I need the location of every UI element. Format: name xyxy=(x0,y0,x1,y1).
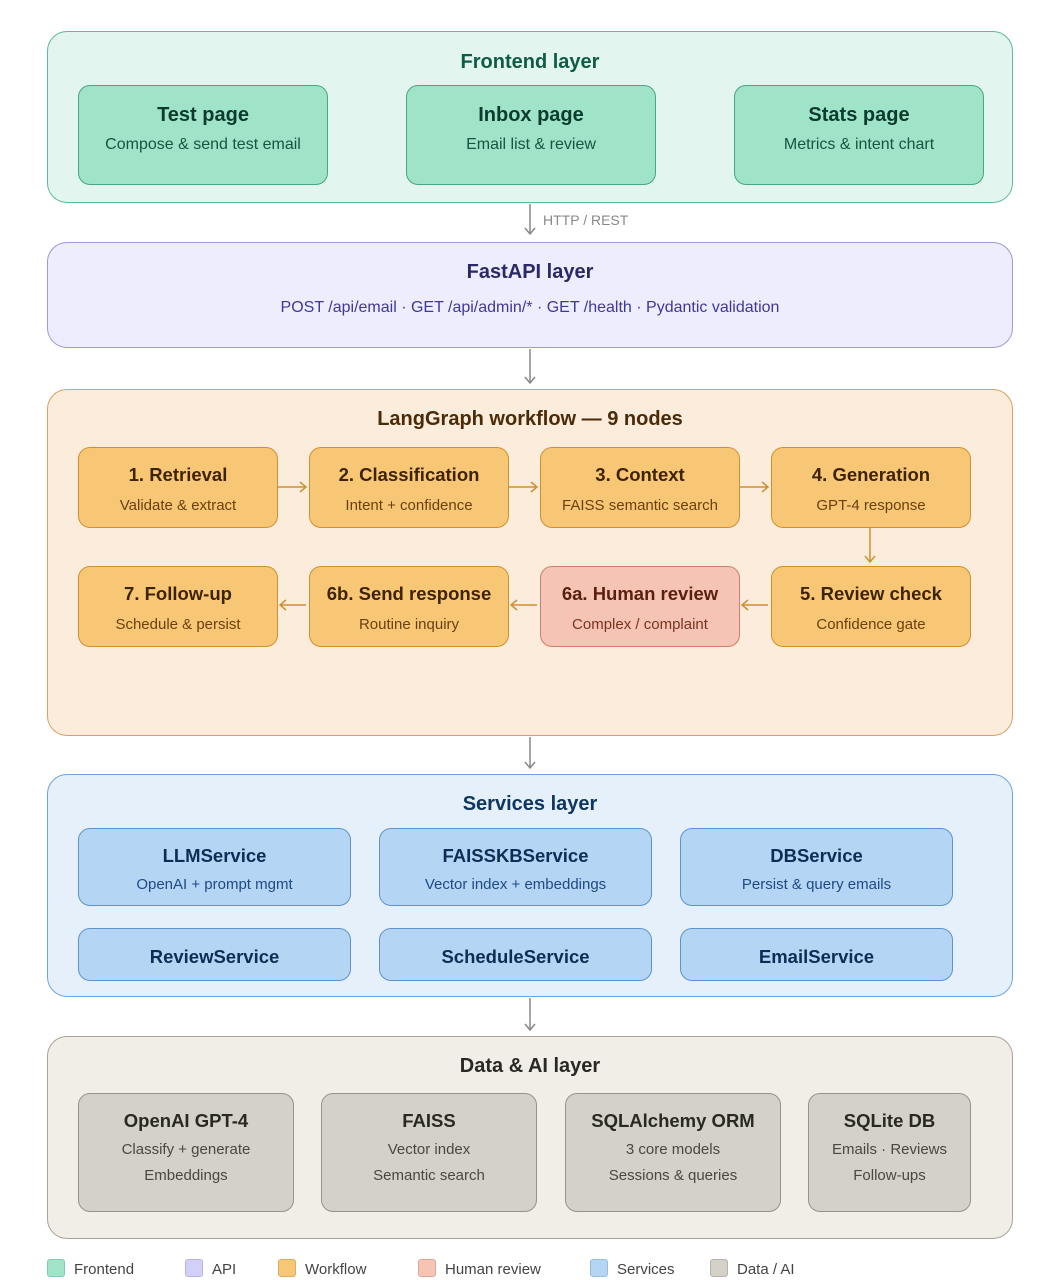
node-title: 2. Classification xyxy=(338,464,480,485)
legend-swatch xyxy=(185,1259,203,1277)
service-subtitle: Vector index + embeddings xyxy=(424,876,607,893)
service-title: DBService xyxy=(770,845,863,866)
faiss-box: FAISS Vector index Semantic search xyxy=(321,1093,537,1212)
data-box-line1: Classify + generate xyxy=(121,1141,251,1158)
node-subtitle: Complex / complaint xyxy=(572,616,708,633)
api-layer: FastAPI layer POST /api/email · GET /api… xyxy=(47,242,1013,348)
faisskb-service-box: FAISSKBService Vector index + embeddings xyxy=(379,828,652,906)
data-box-line2: Sessions & queries xyxy=(608,1167,738,1184)
node-review-check: 5. Review check Confidence gate xyxy=(771,566,971,647)
db-service-box: DBService Persist & query emails xyxy=(680,828,953,906)
service-subtitle: OpenAI + prompt mgmt xyxy=(136,876,293,893)
data-box-line2: Semantic search xyxy=(373,1167,485,1184)
node-title: 7. Follow-up xyxy=(124,583,232,604)
legend-swatch xyxy=(418,1259,436,1277)
node-subtitle: Routine inquiry xyxy=(358,616,460,633)
data-box-title: FAISS xyxy=(402,1110,456,1131)
data-box-line1: Vector index xyxy=(387,1141,471,1158)
services-layer: Services layer LLMService OpenAI + promp… xyxy=(47,774,1013,997)
sqlalchemy-orm-box: SQLAlchemy ORM 3 core models Sessions & … xyxy=(565,1093,781,1212)
node-subtitle: FAISS semantic search xyxy=(562,497,718,514)
test-page-box: Test page Compose & send test email xyxy=(78,85,328,185)
legend-label: Workflow xyxy=(305,1261,367,1278)
node-send-response: 6b. Send response Routine inquiry xyxy=(309,566,509,647)
http-rest-label: HTTP / REST xyxy=(543,212,629,228)
data-box-title: SQLite DB xyxy=(843,1110,936,1131)
data-box-line2: Embeddings xyxy=(144,1167,228,1184)
api-endpoints: POST /api/email · GET /api/admin/* · GET… xyxy=(280,299,780,316)
schedule-service-box: ScheduleService xyxy=(379,928,652,981)
data-box-line2: Follow-ups xyxy=(853,1167,926,1184)
node-subtitle: Intent + confidence xyxy=(345,497,473,514)
node-generation: 4. Generation GPT-4 response xyxy=(771,447,971,528)
legend-label: API xyxy=(212,1261,237,1278)
legend-label: Services xyxy=(617,1261,675,1278)
openai-gpt4-box: OpenAI GPT-4 Classify + generate Embeddi… xyxy=(78,1093,294,1212)
data-box-title: SQLAlchemy ORM xyxy=(591,1110,755,1131)
legend-swatch xyxy=(590,1259,608,1277)
workflow-layer: LangGraph workflow — 9 nodes 1. Retrieva… xyxy=(47,389,1013,736)
node-title: 4. Generation xyxy=(811,464,931,485)
legend-swatch xyxy=(47,1259,65,1277)
box-title: Inbox page xyxy=(478,104,584,126)
legend-label: Data / AI xyxy=(737,1261,795,1278)
node-follow-up: 7. Follow-up Schedule & persist xyxy=(78,566,278,647)
legend-swatch xyxy=(710,1259,728,1277)
node-subtitle: Confidence gate xyxy=(816,616,926,633)
inbox-page-box: Inbox page Email list & review xyxy=(406,85,656,185)
api-layer-title: FastAPI layer xyxy=(466,261,594,283)
node-subtitle: GPT-4 response xyxy=(816,497,926,514)
arrow-services-to-data xyxy=(524,998,536,1032)
stats-page-box: Stats page Metrics & intent chart xyxy=(734,85,984,185)
service-subtitle: Persist & query emails xyxy=(741,876,892,893)
review-service-box: ReviewService xyxy=(78,928,351,981)
data-box-title: OpenAI GPT-4 xyxy=(123,1110,249,1131)
workflow-layer-title: LangGraph workflow — 9 nodes xyxy=(377,408,683,430)
box-subtitle: Email list & review xyxy=(466,136,596,153)
llm-service-box: LLMService OpenAI + prompt mgmt xyxy=(78,828,351,906)
node-title: 6a. Human review xyxy=(561,583,719,604)
service-title: FAISSKBService xyxy=(442,845,589,866)
box-subtitle: Metrics & intent chart xyxy=(783,136,935,153)
arrow-frontend-to-api xyxy=(524,204,536,236)
frontend-layer: Frontend layer Test page Compose & send … xyxy=(47,31,1013,203)
arrow-api-to-workflow xyxy=(524,349,536,385)
node-retrieval: 1. Retrieval Validate & extract xyxy=(78,447,278,528)
box-subtitle: Compose & send test email xyxy=(105,136,301,153)
data-box-line1: Emails · Reviews xyxy=(831,1141,948,1158)
service-title: ReviewService xyxy=(149,946,280,967)
box-title: Stats page xyxy=(808,104,910,126)
sqlite-db-box: SQLite DB Emails · Reviews Follow-ups xyxy=(808,1093,971,1212)
service-title: LLMService xyxy=(162,845,267,866)
email-service-box: EmailService xyxy=(680,928,953,981)
node-subtitle: Validate & extract xyxy=(119,497,237,514)
service-title: EmailService xyxy=(758,946,875,967)
legend-label: Human review xyxy=(445,1261,541,1278)
arrow-workflow-to-services xyxy=(524,737,536,770)
node-title: 3. Context xyxy=(595,464,685,485)
data-ai-layer: Data & AI layer OpenAI GPT-4 Classify + … xyxy=(47,1036,1013,1239)
box-title: Test page xyxy=(157,104,249,126)
services-layer-title: Services layer xyxy=(462,793,598,815)
node-classification: 2. Classification Intent + confidence xyxy=(309,447,509,528)
data-box-line1: 3 core models xyxy=(625,1141,721,1158)
data-layer-title: Data & AI layer xyxy=(459,1055,601,1077)
frontend-layer-title: Frontend layer xyxy=(460,51,600,73)
legend-swatch xyxy=(278,1259,296,1277)
node-subtitle: Schedule & persist xyxy=(115,616,241,633)
legend-label: Frontend xyxy=(74,1261,135,1278)
node-title: 6b. Send response xyxy=(326,583,492,604)
node-title: 1. Retrieval xyxy=(128,464,228,485)
node-context: 3. Context FAISS semantic search xyxy=(540,447,740,528)
node-human-review: 6a. Human review Complex / complaint xyxy=(540,566,740,647)
node-title: 5. Review check xyxy=(800,583,942,604)
service-title: ScheduleService xyxy=(441,946,590,967)
